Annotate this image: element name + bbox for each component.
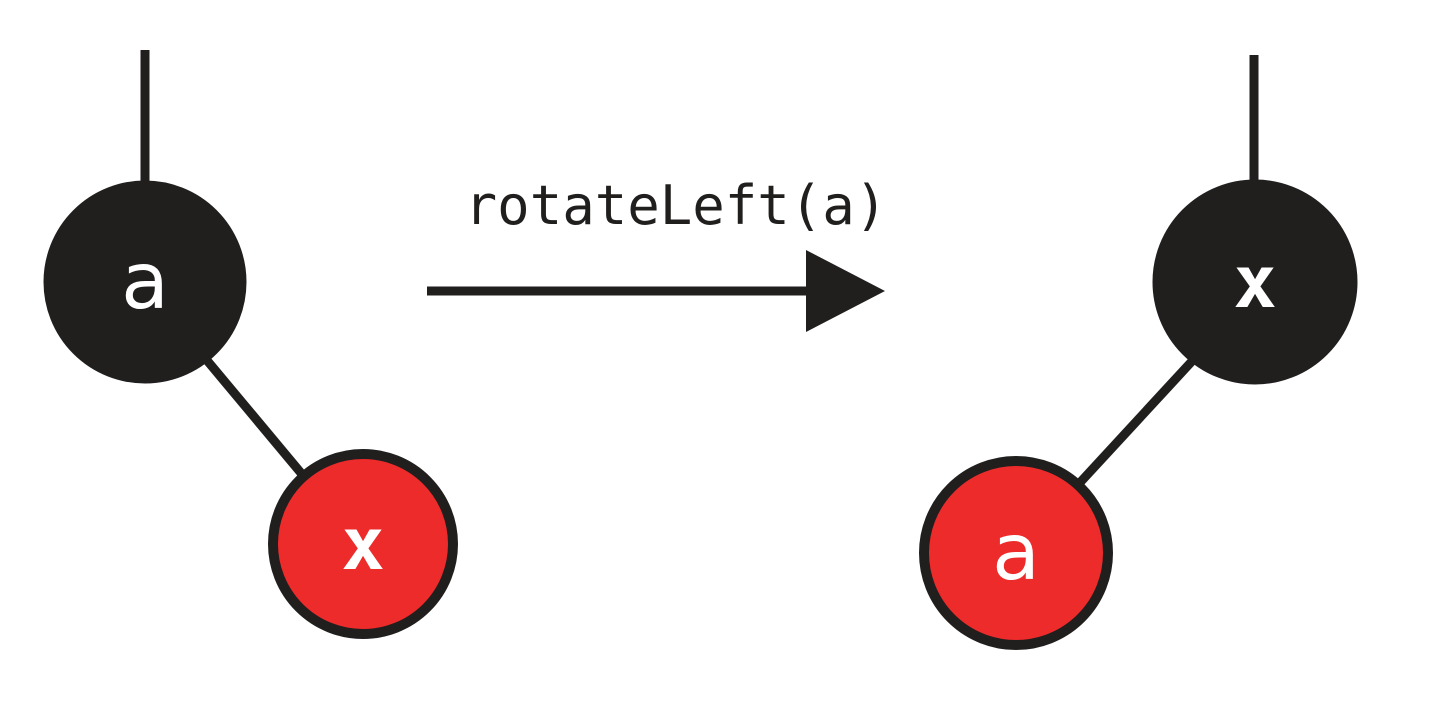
before-node-x-circle[interactable] [268,449,458,639]
before-node-x[interactable]: x [268,449,458,639]
after-node-a-label: a [992,508,1040,598]
before-node-a[interactable]: a [43,180,247,384]
after-edge-root-to-child [1071,355,1198,492]
operation-arrow-group: rotateLeft(a) [427,174,887,332]
after-node-a[interactable]: a [919,456,1113,650]
after-node-a-circle[interactable] [919,456,1113,650]
after-tree: x a [919,55,1358,650]
before-tree: a x [43,50,458,639]
after-node-x[interactable]: x [1152,179,1358,385]
operation-label: rotateLeft(a) [465,174,888,237]
before-node-a-circle[interactable] [43,180,247,384]
arrow-head-icon [806,250,885,332]
before-node-a-label: a [121,237,169,327]
before-node-x-label: x [341,502,384,586]
after-node-x-label: x [1233,240,1276,324]
after-node-x-circle[interactable] [1152,179,1358,385]
before-edge-root-to-child [201,355,310,482]
